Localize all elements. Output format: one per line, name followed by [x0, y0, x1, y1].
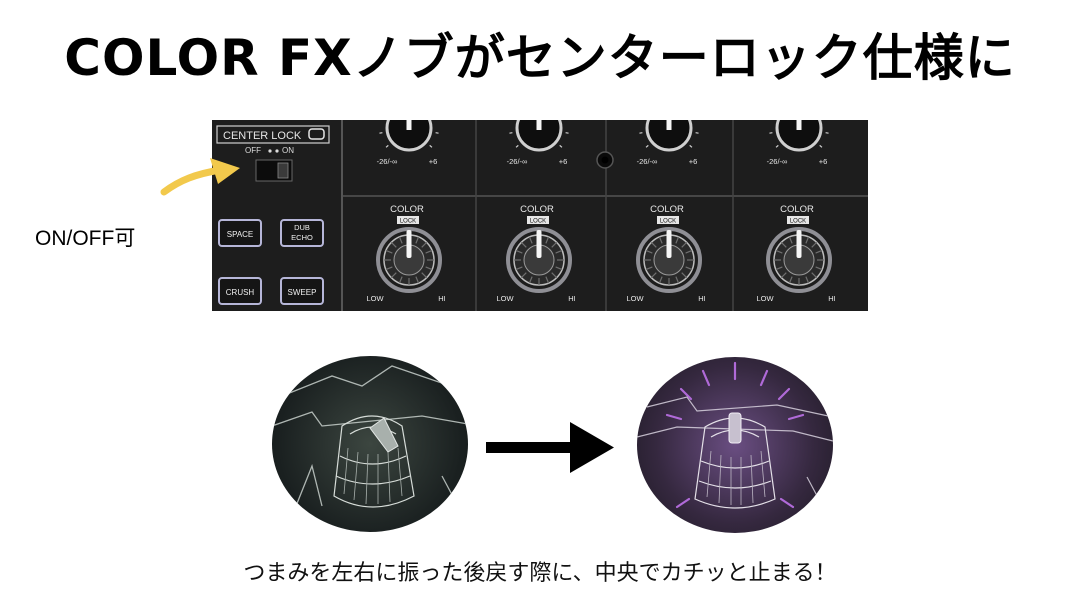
switch-off-label: OFF	[245, 146, 261, 155]
color-label-2: COLOR	[520, 204, 554, 215]
hi-label-3: HI	[698, 294, 706, 303]
color-knob-1[interactable]	[376, 227, 442, 293]
trim-knob-2[interactable]	[509, 120, 569, 152]
arrow-right-icon	[486, 422, 614, 473]
knob-after-image	[637, 357, 833, 533]
trim-max-label-4: +6	[819, 157, 828, 166]
dub-echo-button[interactable]: DUB ECHO	[280, 219, 324, 247]
center-lock-indicator	[308, 128, 325, 140]
center-lock-label: CENTER LOCK	[223, 130, 302, 142]
svg-text:CRUSH: CRUSH	[226, 288, 255, 297]
caption-text: つまみを左右に振った後戻す際に、中央でカチッと止まる！	[243, 561, 837, 586]
trim-min-label-3: -26/-∞	[637, 157, 658, 166]
color-label-1: COLOR	[390, 204, 424, 215]
lock-badge-2	[527, 216, 549, 224]
trim-max-label-2: +6	[559, 157, 568, 166]
trim-knob-4[interactable]	[769, 120, 829, 152]
svg-text:SWEEP: SWEEP	[288, 288, 317, 297]
svg-text:DUB: DUB	[294, 223, 310, 232]
low-label-1: LOW	[366, 294, 384, 303]
color-knob-2[interactable]	[506, 227, 572, 293]
mixer-panel-graphic: CENTER LOCK OFF ON SPACE DUB ECHO CRUSH …	[216, 120, 868, 311]
trim-min-label-2: -26/-∞	[507, 157, 528, 166]
trim-max-label-1: +6	[429, 157, 438, 166]
lock-label-3: LOCK	[660, 219, 676, 225]
sweep-button[interactable]: SWEEP	[280, 277, 324, 305]
svg-text:ECHO: ECHO	[291, 233, 313, 242]
space-button[interactable]: SPACE	[218, 219, 262, 247]
lock-label-2: LOCK	[530, 219, 546, 225]
svg-text:SPACE: SPACE	[227, 230, 254, 239]
knob-before-image	[272, 356, 468, 532]
trim-min-label-1: -26/-∞	[377, 157, 398, 166]
crush-button[interactable]: CRUSH	[218, 277, 262, 305]
hi-label-1: HI	[438, 294, 446, 303]
lock-badge-4	[787, 216, 809, 224]
low-label-4: LOW	[756, 294, 774, 303]
trim-max-label-3: +6	[689, 157, 698, 166]
switch-on-label: ON	[282, 146, 294, 155]
low-label-2: LOW	[496, 294, 514, 303]
highlight-arrow-icon	[160, 158, 240, 196]
trim-knob-1[interactable]	[379, 120, 439, 152]
color-knob-4[interactable]	[766, 227, 832, 293]
lock-badge-1	[397, 216, 419, 224]
color-knob-3[interactable]	[636, 227, 702, 293]
lock-label-1: LOCK	[400, 219, 416, 225]
lock-badge-3	[657, 216, 679, 224]
low-label-3: LOW	[626, 294, 644, 303]
center-lock-frame	[216, 125, 330, 144]
color-label-3: COLOR	[650, 204, 684, 215]
on-off-label: ON/OFF可	[35, 227, 136, 250]
trim-min-label-4: -26/-∞	[767, 157, 788, 166]
color-label-4: COLOR	[780, 204, 814, 215]
lock-label-4: LOCK	[790, 219, 806, 225]
mixer-panel: CENTER LOCK OFF ON SPACE DUB ECHO CRUSH …	[212, 120, 868, 311]
hi-label-2: HI	[568, 294, 576, 303]
page-title: COLOR FXノブがセンターロック仕様に	[64, 29, 1016, 87]
hi-label-4: HI	[828, 294, 836, 303]
trim-knob-3[interactable]	[639, 120, 699, 152]
